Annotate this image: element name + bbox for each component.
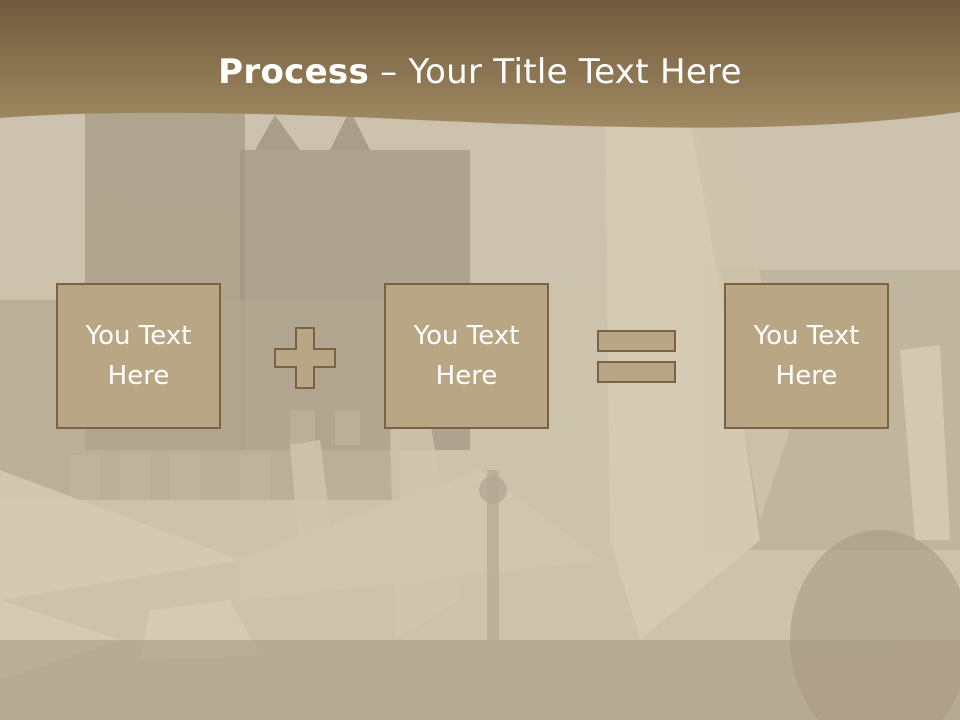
slide-title: Process – Your Title Text Here <box>0 52 960 92</box>
text-box-2-label: You Text Here <box>413 321 520 391</box>
equals-icon <box>597 330 676 383</box>
text-box-1[interactable]: You Text Here <box>56 283 221 429</box>
text-box-1-label: You Text Here <box>85 321 192 391</box>
title-bold: Process <box>218 52 370 92</box>
text-box-3[interactable]: You Text Here <box>724 283 889 429</box>
plus-icon <box>274 327 336 389</box>
text-box-2[interactable]: You Text Here <box>384 283 549 429</box>
title-rest: – Your Title Text Here <box>369 52 742 92</box>
text-box-3-label: You Text Here <box>753 321 860 391</box>
